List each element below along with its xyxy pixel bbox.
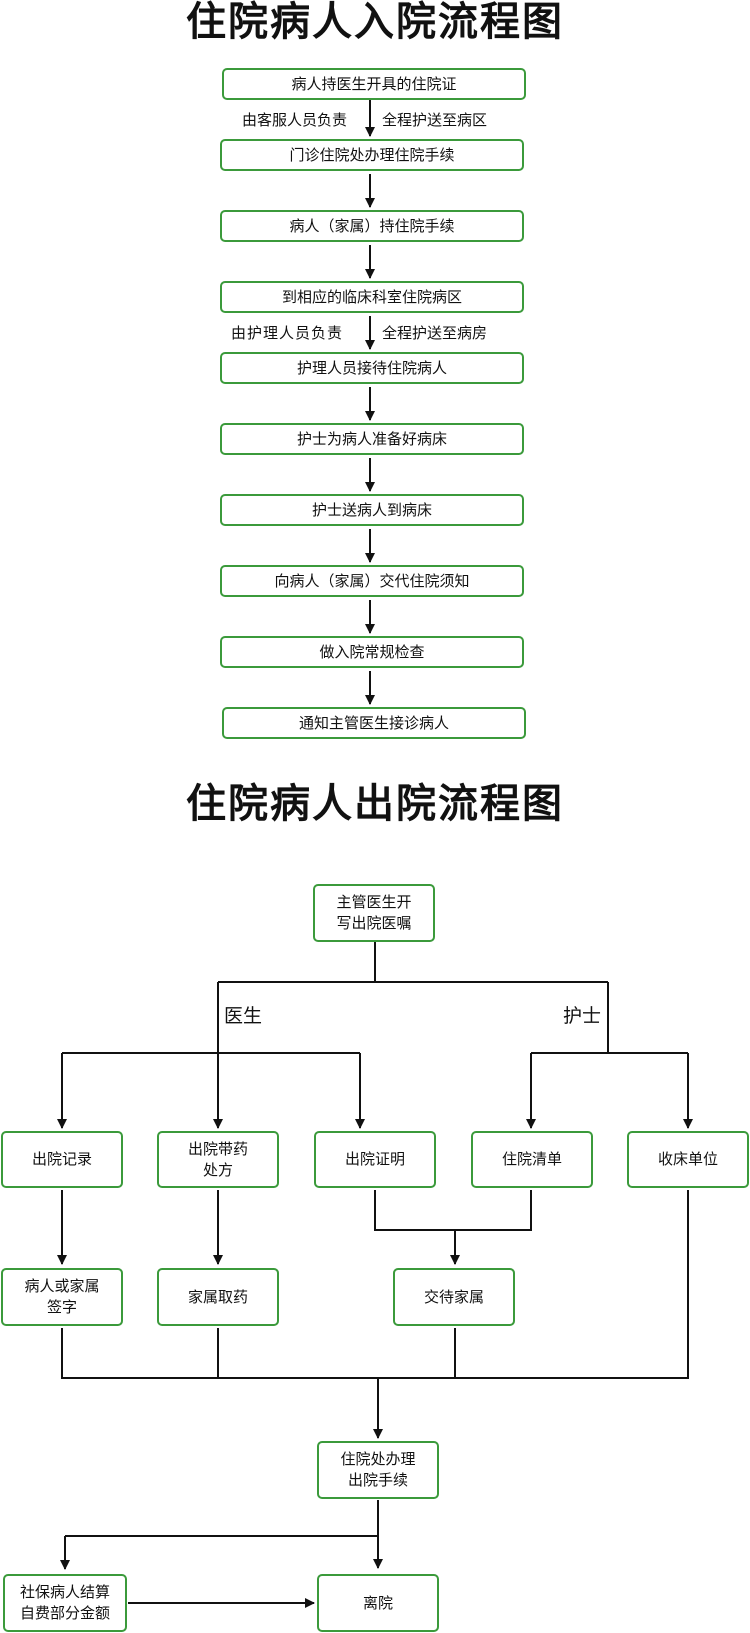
admission-step-5: 护理人员接待住院病人 (220, 352, 524, 384)
admission-step-1: 病人持医生开具的住院证 (222, 68, 526, 100)
brief-family: 交待家属 (393, 1268, 515, 1326)
note-escort-ward: 全程护送至病区 (382, 111, 488, 129)
leave-hospital: 离院 (317, 1574, 439, 1632)
admission-step-4: 到相应的临床科室住院病区 (220, 281, 524, 313)
note-nursing-staff: 由护理人员负责 (231, 324, 344, 342)
discharge-start-order: 主管医生开 写出院医嘱 (313, 884, 435, 942)
discharge-certificate: 出院证明 (314, 1131, 436, 1188)
doctor-label: 医生 (224, 1005, 263, 1027)
admission-step-3: 病人（家属）持住院手续 (220, 210, 524, 242)
insurance-settlement: 社保病人结算 自费部分金额 (3, 1574, 127, 1632)
admission-step-9: 做入院常规检查 (220, 636, 524, 668)
admission-step-8: 向病人（家属）交代住院须知 (220, 565, 524, 597)
note-customer-service: 由客服人员负责 (242, 111, 348, 129)
doctor-branch (62, 982, 360, 1054)
admission-step-10: 通知主管医生接诊病人 (222, 707, 526, 739)
nurse-branch (531, 982, 688, 1054)
discharge-record: 出院记录 (1, 1131, 123, 1188)
discharge-split-top (218, 941, 608, 983)
family-collect-medicine: 家属取药 (157, 1268, 279, 1326)
bed-unit-collection: 收床单位 (627, 1131, 749, 1188)
note-escort-room: 全程护送至病房 (382, 324, 488, 342)
admission-step-6: 护士为病人准备好病床 (220, 423, 524, 455)
merge-bottom (61, 1190, 689, 1379)
nurse-label: 护士 (563, 1005, 602, 1027)
hospital-bill-list: 住院清单 (471, 1131, 593, 1188)
discharge-office-procedure: 住院处办理 出院手续 (317, 1441, 439, 1499)
discharge-title: 住院病人出院流程图 (186, 780, 564, 827)
admission-step-2: 门诊住院处办理住院手续 (220, 139, 524, 171)
admission-step-7: 护士送病人到病床 (220, 494, 524, 526)
merge-cert-list (374, 1190, 532, 1241)
admission-title: 住院病人入院流程图 (186, 0, 564, 45)
discharge-prescription: 出院带药 处方 (157, 1131, 279, 1188)
patient-family-signature: 病人或家属 签字 (1, 1268, 123, 1326)
